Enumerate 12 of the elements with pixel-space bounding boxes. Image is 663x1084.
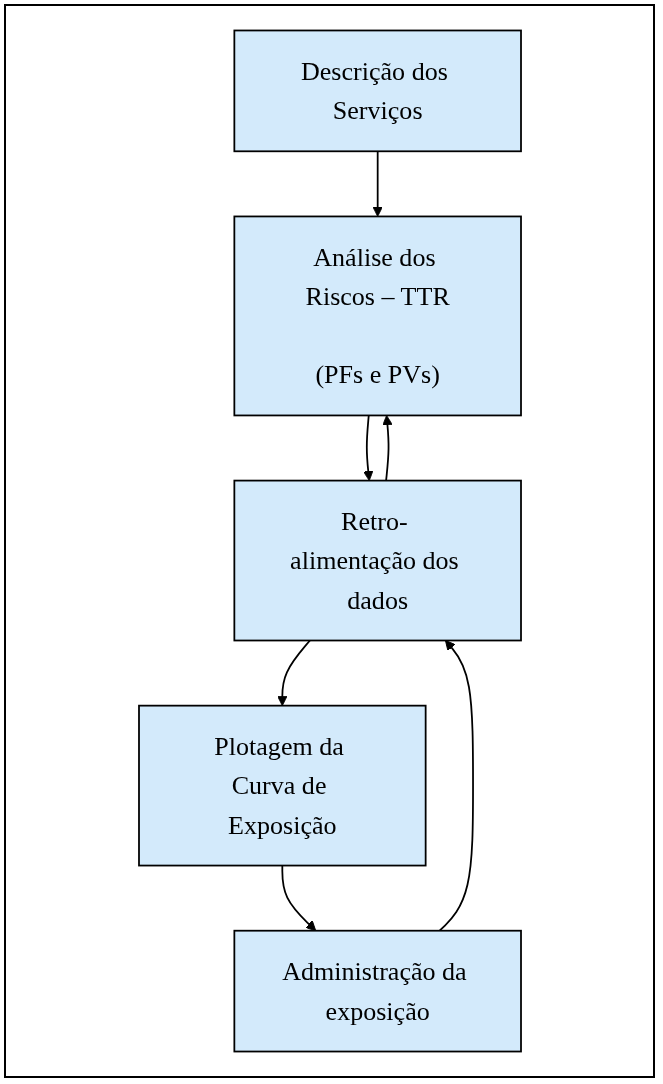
node-box — [232, 479, 522, 642]
arrow — [381, 414, 393, 482]
arrow — [362, 414, 373, 482]
arrow — [276, 639, 311, 707]
node-box — [137, 704, 427, 867]
arrow — [280, 864, 316, 932]
node-box — [232, 929, 522, 1053]
arrow — [371, 150, 383, 217]
arrow — [438, 640, 474, 932]
node-box — [232, 215, 522, 417]
diagram-frame: Descrição dos Serviços Análise dos Riscos – TTR (PFs e PVs) Retro- alimentação dos dados Plotagem da Curva de Exposição Administração da exposição — [4, 4, 655, 1078]
node-box — [232, 29, 522, 153]
